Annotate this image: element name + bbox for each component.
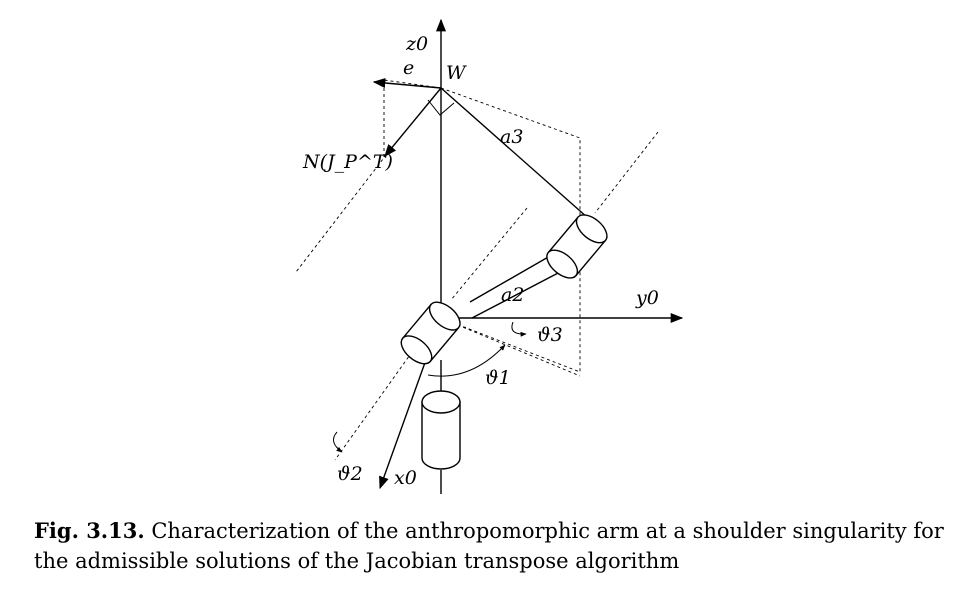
elbow-cylinder	[546, 214, 608, 279]
wrist-vectors	[372, 77, 455, 157]
theta3-arc	[511, 321, 527, 337]
label-e: e	[403, 57, 414, 79]
link-a2-upper	[469, 255, 551, 303]
label-null-space: N(J_P^T)	[302, 151, 393, 173]
figure-caption: Fig. 3.13. Characterization of the anthr…	[34, 516, 964, 576]
label-x0: x0	[394, 467, 417, 489]
link-a2-lower	[471, 271, 561, 319]
construction-lines	[295, 79, 659, 461]
base-cylinder	[421, 390, 461, 470]
axis-labels: z0 e W a3 a2 y0 ϑ3 ϑ1 ϑ2 x0 N(J_P^T)	[302, 33, 659, 489]
null-space-vector	[384, 87, 442, 157]
label-theta1: ϑ1	[485, 367, 511, 389]
label-y0: y0	[635, 287, 659, 309]
theta1-arc	[427, 344, 506, 377]
label-a2: a2	[501, 284, 524, 306]
shoulder-cylinder	[400, 301, 461, 365]
figure-number: Fig. 3.13.	[34, 518, 145, 543]
rotation-arrows	[332, 321, 527, 453]
label-theta3: ϑ3	[537, 324, 563, 346]
label-z0: z0	[405, 33, 428, 55]
link-a3	[440, 87, 589, 219]
arm-diagram: z0 e W a3 a2 y0 ϑ3 ϑ1 ϑ2 x0 N(J_P^T)	[295, 18, 684, 494]
label-W: W	[446, 62, 467, 84]
theta2-arc	[332, 431, 343, 453]
e-vector	[372, 77, 442, 89]
right-angle-mark	[427, 99, 455, 116]
label-theta2: ϑ2	[337, 463, 363, 485]
label-a3: a3	[500, 126, 523, 148]
caption-text: Characterization of the anthropomorphic …	[34, 519, 944, 573]
